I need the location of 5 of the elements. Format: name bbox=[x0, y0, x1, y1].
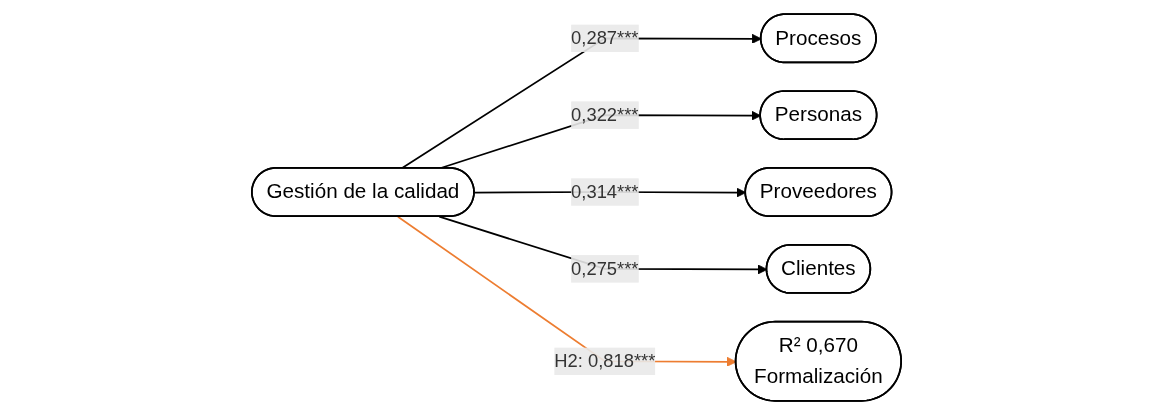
edge-label: 0,314*** bbox=[571, 181, 639, 202]
edge-label: 0,275*** bbox=[571, 258, 639, 279]
edge-label: 0,322*** bbox=[571, 104, 639, 125]
edge-label: 0,287*** bbox=[571, 27, 639, 48]
edge-label: H2: 0,818*** bbox=[554, 350, 656, 371]
